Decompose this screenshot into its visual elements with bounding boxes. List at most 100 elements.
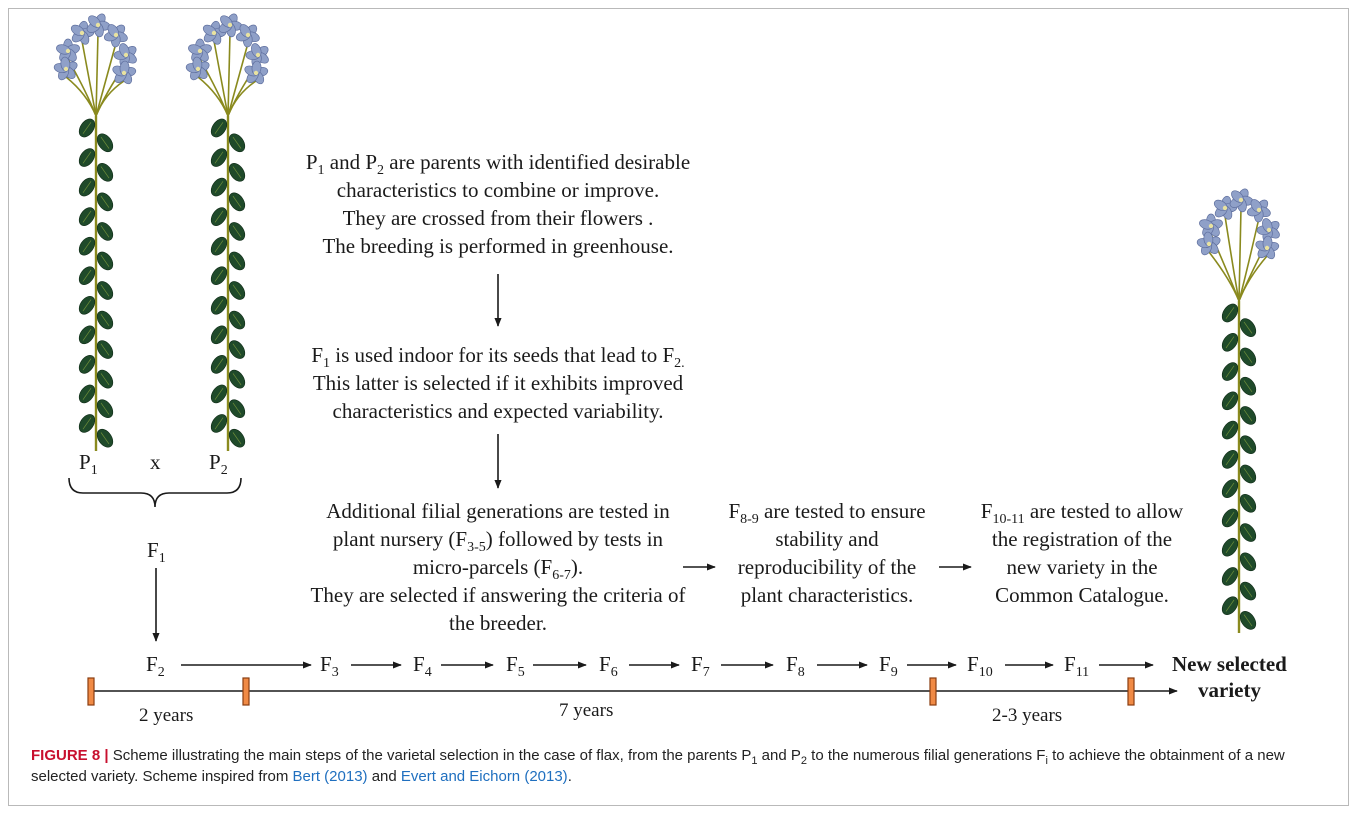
leaf (78, 384, 96, 404)
result-label-line-1: New selected (1172, 652, 1287, 676)
leaf (228, 192, 246, 212)
timeline-marker-1 (87, 677, 95, 706)
leaf (1221, 332, 1239, 352)
flower (1246, 199, 1271, 223)
leaf (1221, 508, 1239, 528)
leaf (228, 369, 246, 389)
leaf (1221, 596, 1239, 616)
parent-1-label: P1 (79, 450, 98, 478)
result-label-line-2: variety (1198, 678, 1261, 702)
leaf (1239, 523, 1257, 542)
parents-brace (68, 477, 242, 508)
leaf (96, 310, 114, 330)
leaf (210, 148, 228, 167)
leaf (210, 295, 228, 315)
tb5-line-3: new variety in the (1006, 555, 1157, 579)
tb2-line-3: characteristics and expected variability… (333, 399, 664, 423)
leaf (96, 428, 114, 448)
leaf (228, 310, 246, 330)
caption-text: Scheme illustrating the main steps of th… (31, 747, 1285, 785)
leaf (96, 399, 114, 418)
flower (235, 24, 260, 48)
figure-caption: FIGURE 8 | Scheme illustrating the main … (31, 745, 1341, 787)
parent-2-label: P2 (209, 450, 228, 478)
leaf (228, 222, 246, 241)
leaf (1221, 537, 1239, 557)
leaf (96, 340, 114, 359)
period-7-years: 7 years (559, 700, 613, 721)
tb2-line-1: F1 is used indoor for its seeds that lea… (311, 343, 684, 371)
tb4-line-2: stability and (775, 527, 879, 551)
flax-plant-new-variety (1196, 188, 1280, 633)
timeline-marker-2 (242, 677, 250, 706)
leaf (78, 325, 96, 345)
leaf (210, 236, 228, 256)
tb4-line-1: F8-9 are tested to ensure (728, 499, 925, 527)
leaf (1239, 347, 1257, 367)
leaf (78, 295, 96, 315)
flower (1213, 195, 1238, 220)
figure-frame: P1 x P2 F1 P1 and P2 are parents with id… (8, 8, 1349, 806)
caption-segment: Scheme illustrating the main steps of th… (108, 747, 752, 764)
leaf (228, 281, 246, 300)
leaf (210, 118, 228, 138)
leaf (1221, 362, 1239, 381)
flower (103, 24, 128, 48)
figure-label: FIGURE 8 | (31, 747, 109, 764)
leaf (78, 207, 96, 226)
leaf (96, 369, 114, 389)
leaf (1239, 493, 1257, 513)
caption-segment: and P (757, 747, 801, 764)
flower (1256, 218, 1280, 242)
leaf (96, 163, 114, 182)
tb5-line-4: Common Catalogue. (995, 583, 1169, 607)
caption-reference-link[interactable]: Evert and Eichorn (2013) (400, 768, 568, 785)
leaf (1239, 464, 1257, 484)
tb1-line-3: They are crossed from their flowers . (343, 206, 654, 230)
flower (1229, 188, 1254, 213)
tb2-line-2: This latter is selected if it exhibits i… (313, 371, 684, 395)
leaf (96, 222, 114, 241)
tb5-line-2: the registration of the (992, 527, 1172, 551)
leaf (1221, 391, 1239, 411)
tb3-line-5: the breeder. (449, 611, 547, 635)
leaf (96, 251, 114, 271)
leaf (1221, 420, 1239, 440)
period-2-3-years: 2-3 years (992, 705, 1062, 726)
caption-segment: to achieve the obtainment of a new selec… (31, 747, 1285, 785)
leaf (78, 355, 96, 374)
leaf (1239, 611, 1257, 630)
leaf (1221, 450, 1239, 469)
generation-f11: F11 (1064, 652, 1089, 680)
filial-generations-description: Additional filial generations are tested… (311, 499, 686, 635)
generation-f9: F9 (879, 652, 898, 680)
generation-f10: F10 (967, 652, 993, 680)
caption-reference-link[interactable]: Bert (2013) (292, 768, 368, 785)
leaf (228, 428, 246, 448)
generation-f7: F7 (691, 652, 710, 680)
f1-label: F1 (147, 538, 166, 566)
caption-segment: and (367, 768, 401, 785)
flax-plant-parent-2 (185, 13, 269, 451)
leaf (1239, 318, 1257, 337)
leaf (78, 236, 96, 256)
caption-segment: 2 (800, 755, 807, 767)
leaf (1239, 581, 1257, 601)
leaf (228, 251, 246, 271)
leaf (228, 340, 246, 359)
flower (185, 56, 210, 81)
generation-f4: F4 (413, 652, 432, 680)
leaf (210, 266, 228, 286)
tb3-line-2: plant nursery (F3-5) followed by tests i… (333, 527, 664, 555)
tb4-line-4: plant characteristics. (741, 583, 914, 607)
leaf (1221, 479, 1239, 498)
tb4-line-3: reproducibility of the (738, 555, 916, 579)
caption-segment: to the numerous filial generations F (807, 747, 1046, 764)
flower (1255, 235, 1280, 260)
f1-description: F1 is used indoor for its seeds that lea… (311, 343, 684, 423)
leaf (228, 133, 246, 153)
leaf (96, 133, 114, 153)
leaf (78, 148, 96, 167)
